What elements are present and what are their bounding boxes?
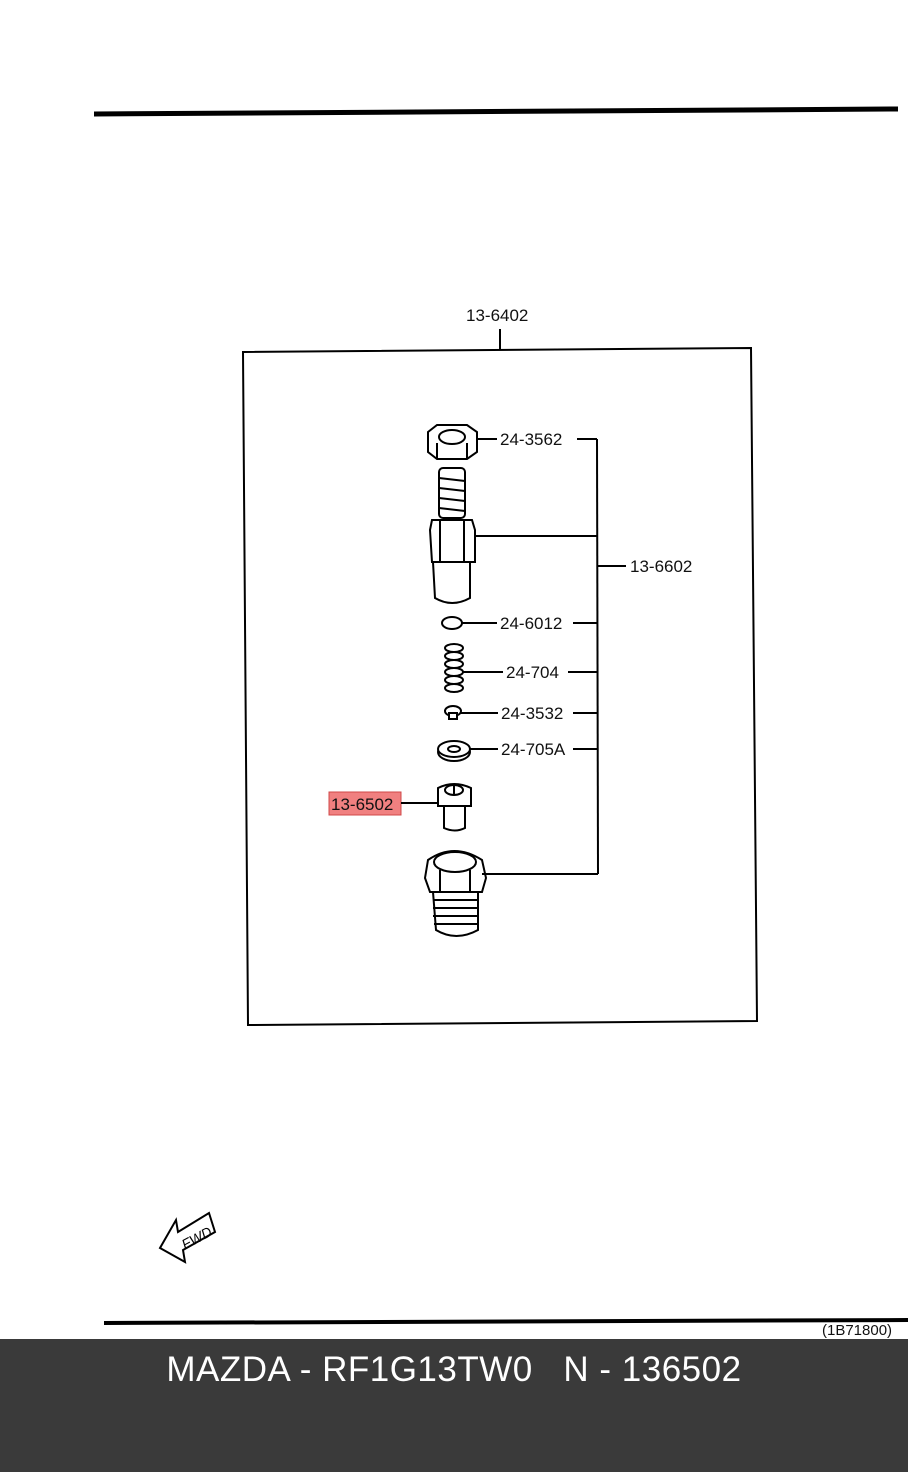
nut-part <box>427 424 497 460</box>
reference-code: (1B71800) <box>822 1322 892 1339</box>
assembly-frame <box>241 346 759 1027</box>
shim-part <box>441 616 497 630</box>
spacer-label: 24-705A <box>501 740 566 759</box>
nozzle-label: 13-6502 <box>331 795 393 814</box>
shim-label: 24-6012 <box>500 614 562 633</box>
nozzle-holder-body <box>428 467 476 604</box>
pin-label: 24-3532 <box>501 704 563 723</box>
retaining-nut-part <box>423 850 488 937</box>
footer-part-info: MAZDA - RF1G13TW0 N - 136502 <box>166 1350 742 1389</box>
sub-assembly-bracket <box>474 438 626 875</box>
sub-assembly-label: 13-6602 <box>630 557 692 576</box>
nut-label: 24-3562 <box>500 430 562 449</box>
pin-part <box>444 705 498 720</box>
nozzle-part <box>401 783 472 832</box>
forward-arrow-icon <box>158 1211 217 1264</box>
footer-bar <box>0 1339 908 1472</box>
top-rule <box>93 106 899 117</box>
bottom-rule <box>103 1318 908 1325</box>
spring-part <box>444 643 503 693</box>
spring-label: 24-704 <box>506 663 559 682</box>
assembly-label: 13-6402 <box>466 306 528 325</box>
spacer-part <box>437 740 498 762</box>
parts-diagram: 13-6402 13-6602 24-3562 <box>93 106 908 1339</box>
